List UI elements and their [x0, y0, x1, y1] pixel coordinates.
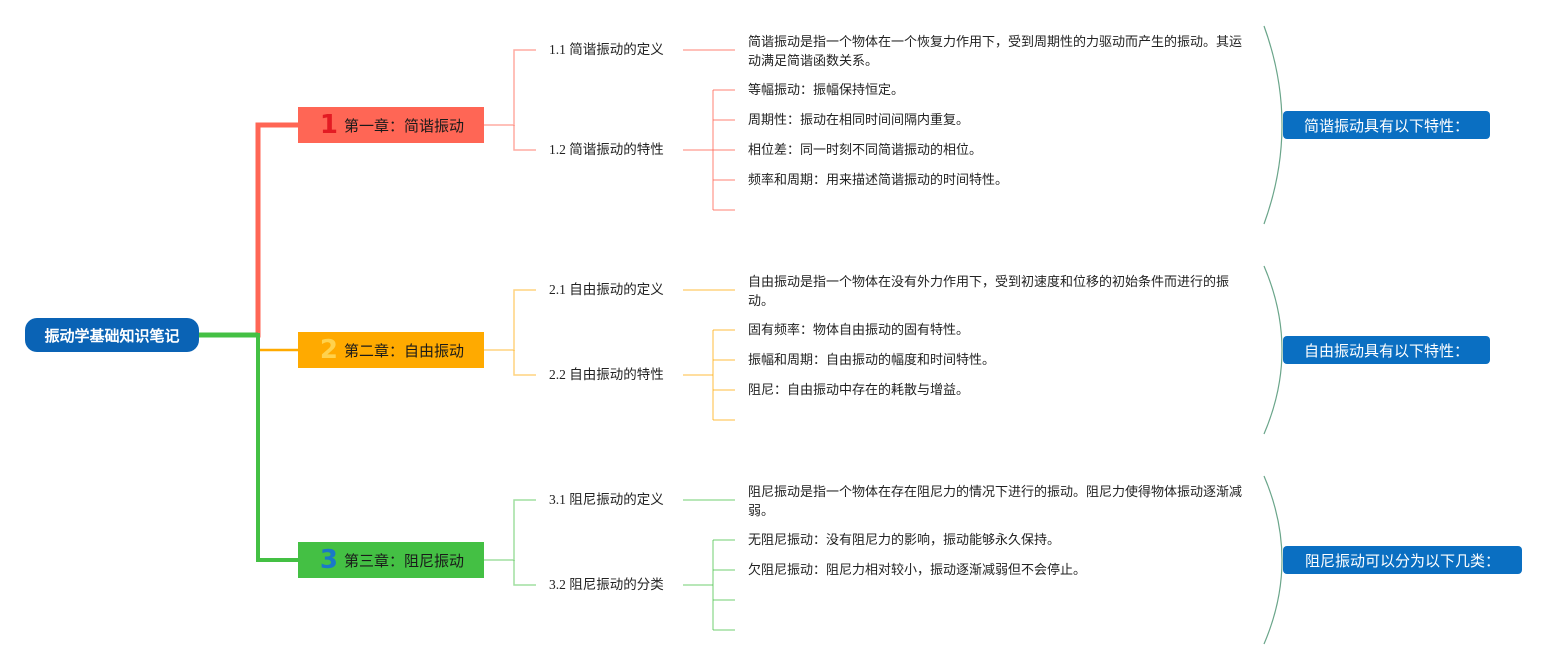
summary-brackets [1263, 25, 1283, 645]
chapter-2-label: 第二章：自由振动 [344, 341, 465, 360]
section-3-2-label[interactable]: 3.2 阻尼振动的分类 [549, 577, 664, 592]
section-2-2-item[interactable]: 固有频率：物体自由振动的固有特性。 [748, 323, 970, 338]
section-3-1-label[interactable]: 3.1 阻尼振动的定义 [549, 492, 664, 507]
section-3-2-item[interactable]: 无阻尼振动：没有阻尼力的影响，振动能够永久保持。 [748, 533, 1061, 548]
section-3-1-text[interactable]: 阻尼振动是指一个物体在存在阻尼力的情况下进行的振动。阻尼力使得物体振动逐渐减弱。 [748, 485, 1243, 519]
section-1-2-item[interactable]: 等幅振动：振幅保持恒定。 [748, 83, 905, 98]
section-1-1-label[interactable]: 1.1 简谐振动的定义 [549, 42, 664, 57]
section-3-2-item[interactable]: 欠阻尼振动：阻尼力相对较小，振动逐渐减弱但不会停止。 [748, 563, 1087, 578]
chapter-3-number: 3 [319, 545, 338, 575]
chapter-3-node[interactable]: 3 第三章：阻尼振动 [298, 542, 484, 578]
chapter-1-label: 第一章：简谐振动 [344, 116, 465, 135]
section-1-2-item[interactable]: 周期性：振动在相同时间间隔内重复。 [748, 113, 970, 128]
section-1-2-item[interactable]: 相位差：同一时刻不同简谐振动的相位。 [748, 143, 983, 158]
trunk-to-ch1 [199, 122, 298, 338]
root-topic[interactable]: 振动学基础知识笔记 [25, 318, 199, 352]
chapter-3-label: 第三章：阻尼振动 [344, 551, 465, 570]
chapter-3-summary[interactable]: 阻尼振动可以分为以下几类： [1283, 546, 1522, 574]
section-2-1-text[interactable]: 自由振动是指一个物体在没有外力作用下，受到初速度和位移的初始条件而进行的振动。 [748, 275, 1230, 309]
trunk-to-ch3 [199, 333, 298, 562]
section-2-2-item[interactable]: 振幅和周期：自由振动的幅度和时间特性。 [748, 353, 996, 368]
chapter-1-number: 1 [319, 110, 338, 140]
chapter-2-number: 2 [319, 335, 338, 365]
section-2-1-label[interactable]: 2.1 自由振动的定义 [549, 282, 664, 297]
section-1-2-item[interactable]: 频率和周期：用来描述简谐振动的时间特性。 [748, 173, 1009, 188]
section-2-2-label[interactable]: 2.2 自由振动的特性 [549, 367, 664, 382]
ch2-links [484, 289, 735, 421]
ch1-links [484, 49, 735, 211]
chapter-2-node[interactable]: 2 第二章：自由振动 [298, 332, 484, 368]
section-2-2-item[interactable]: 阻尼：自由振动中存在的耗散与增益。 [748, 383, 970, 398]
section-1-2-label[interactable]: 1.2 简谐振动的特性 [549, 142, 664, 157]
chapter-1-node[interactable]: 1 第一章：简谐振动 [298, 107, 484, 143]
chapter-2-summary[interactable]: 自由振动具有以下特性： [1283, 336, 1490, 364]
section-1-1-text[interactable]: 简谐振动是指一个物体在一个恢复力作用下，受到周期性的力驱动而产生的振动。其运动满… [748, 35, 1243, 69]
chapter-1-summary[interactable]: 简谐振动具有以下特性： [1283, 111, 1490, 139]
ch3-links [484, 499, 735, 631]
